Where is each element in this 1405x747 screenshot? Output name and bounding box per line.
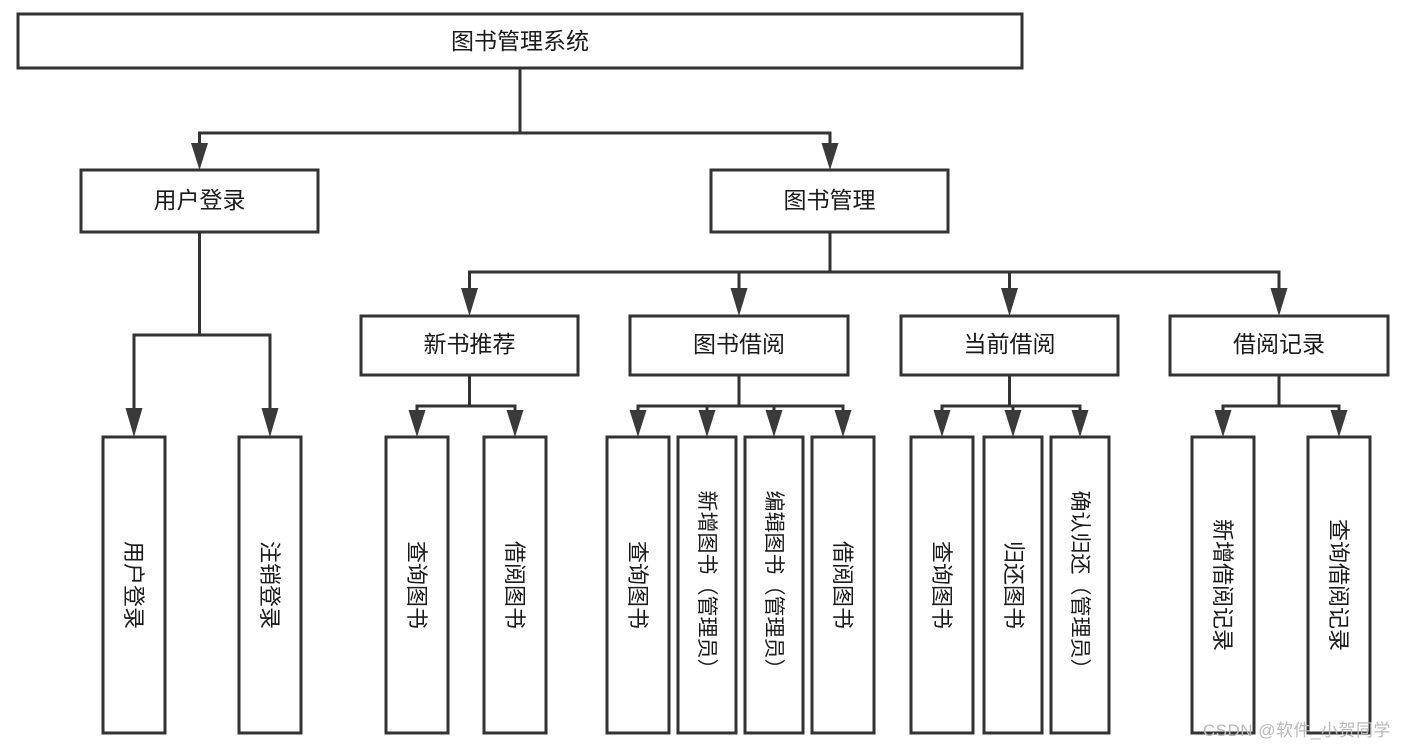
leaf-query-book-newbook-box[interactable] bbox=[384, 435, 450, 735]
leaf-logout-label: 注销登录 bbox=[257, 541, 282, 629]
node-new-book-recommend[interactable]: 新书推荐 bbox=[359, 314, 580, 377]
node-current-borrow-box[interactable] bbox=[899, 314, 1120, 377]
arrowhead-borrowbook-leaf-1 bbox=[629, 410, 647, 437]
node-book-management-label: 图书管理 bbox=[784, 187, 876, 213]
leaf-query-book-borrow-box[interactable] bbox=[605, 435, 671, 735]
leaf-query-book-borrow-label: 查询图书 bbox=[625, 541, 650, 629]
leaf-return-book-box[interactable] bbox=[982, 435, 1044, 735]
node-book-management-box[interactable] bbox=[709, 168, 950, 234]
leaf-add-borrow-record-box[interactable] bbox=[1190, 435, 1256, 735]
arrowhead-current-leaf-2 bbox=[1004, 410, 1022, 437]
leaf-add-borrow-record[interactable]: 新增借阅记录 bbox=[1190, 435, 1256, 735]
node-current-borrow[interactable]: 当前借阅 bbox=[899, 314, 1120, 377]
leaf-query-book-newbook-label: 查询图书 bbox=[404, 541, 429, 629]
leaf-user-login[interactable]: 用户登录 bbox=[101, 435, 167, 735]
node-book-borrow-box[interactable] bbox=[628, 314, 850, 377]
node-new-book-recommend-box[interactable] bbox=[359, 314, 580, 377]
node-root[interactable]: 图书管理系统 bbox=[16, 12, 1024, 70]
node-user-login[interactable]: 用户登录 bbox=[79, 168, 320, 234]
arrowhead-user-leaf-1 bbox=[125, 408, 143, 437]
leaf-confirm-return-admin-box[interactable] bbox=[1049, 435, 1111, 735]
node-root-box[interactable] bbox=[16, 12, 1024, 70]
arrowhead-to-current-borrow bbox=[1001, 288, 1018, 316]
leaf-query-borrow-record[interactable]: 查询借阅记录 bbox=[1306, 435, 1372, 735]
leaf-query-book-borrow[interactable]: 查询图书 bbox=[605, 435, 671, 735]
leaf-query-book-newbook[interactable]: 查询图书 bbox=[384, 435, 450, 735]
leaf-borrow-book-newbook-box[interactable] bbox=[482, 435, 548, 735]
leaf-logout[interactable]: 注销登录 bbox=[237, 435, 303, 735]
arrowhead-record-leaf-2 bbox=[1330, 410, 1348, 437]
leaf-query-borrow-record-label: 查询借阅记录 bbox=[1326, 519, 1351, 651]
leaf-confirm-return-admin-label: 确认归还（管理员） bbox=[1068, 491, 1091, 680]
leaf-user-login-label: 用户登录 bbox=[121, 541, 146, 629]
leaf-user-login-box[interactable] bbox=[101, 435, 167, 735]
leaf-edit-book-admin-box[interactable] bbox=[743, 435, 805, 735]
node-user-login-label: 用户登录 bbox=[154, 187, 246, 213]
leaf-confirm-return-admin[interactable]: 确认归还（管理员） bbox=[1049, 435, 1111, 735]
arrowhead-borrowbook-leaf-4 bbox=[834, 410, 852, 437]
leaf-return-book[interactable]: 归还图书 bbox=[982, 435, 1044, 735]
node-current-borrow-label: 当前借阅 bbox=[964, 331, 1056, 357]
leaf-logout-box[interactable] bbox=[237, 435, 303, 735]
leaf-borrow-book-newbook[interactable]: 借阅图书 bbox=[482, 435, 548, 735]
leaf-query-book-current[interactable]: 查询图书 bbox=[909, 435, 975, 735]
node-borrow-record-label: 借阅记录 bbox=[1233, 331, 1325, 357]
node-book-borrow[interactable]: 图书借阅 bbox=[628, 314, 850, 377]
connectors-layer bbox=[125, 66, 1348, 437]
leaf-edit-book-admin[interactable]: 编辑图书（管理员） bbox=[743, 435, 805, 735]
arrowhead-to-new-book bbox=[461, 288, 478, 316]
node-borrow-record[interactable]: 借阅记录 bbox=[1168, 314, 1390, 377]
node-book-borrow-label: 图书借阅 bbox=[693, 331, 785, 357]
arrowhead-to-book-manage bbox=[821, 143, 839, 170]
arrowhead-newbook-leaf-1 bbox=[408, 410, 426, 437]
arrowhead-to-user-login bbox=[191, 143, 208, 170]
leaf-add-book-admin-box[interactable] bbox=[676, 435, 738, 735]
leaf-query-book-current-box[interactable] bbox=[909, 435, 975, 735]
leaf-borrow-book-label: 借阅图书 bbox=[830, 541, 855, 629]
leaf-borrow-book-box[interactable] bbox=[810, 435, 876, 735]
leaf-query-borrow-record-box[interactable] bbox=[1306, 435, 1372, 735]
leaf-borrow-book-newbook-label: 借阅图书 bbox=[502, 541, 527, 629]
leaf-add-borrow-record-label: 新增借阅记录 bbox=[1210, 519, 1235, 651]
arrowhead-borrowbook-leaf-3 bbox=[765, 410, 783, 437]
arrowhead-to-borrow-record bbox=[1270, 288, 1288, 316]
leaf-return-book-label: 归还图书 bbox=[1001, 541, 1026, 629]
leaf-add-book-admin-label: 新增图书（管理员） bbox=[695, 491, 718, 680]
node-root-label: 图书管理系统 bbox=[451, 28, 589, 54]
node-borrow-record-box[interactable] bbox=[1168, 314, 1390, 377]
leaf-borrow-book[interactable]: 借阅图书 bbox=[810, 435, 876, 735]
leaf-edit-book-admin-label: 编辑图书（管理员） bbox=[762, 491, 785, 680]
arrowhead-borrowbook-leaf-2 bbox=[698, 410, 716, 437]
node-new-book-recommend-label: 新书推荐 bbox=[424, 331, 516, 357]
arrowhead-current-leaf-1 bbox=[933, 410, 951, 437]
arrowhead-current-leaf-3 bbox=[1071, 410, 1089, 437]
leaf-add-book-admin[interactable]: 新增图书（管理员） bbox=[676, 435, 738, 735]
node-book-management[interactable]: 图书管理 bbox=[709, 168, 950, 234]
arrowhead-to-borrow-book bbox=[730, 288, 748, 316]
arrowhead-user-leaf-2 bbox=[261, 408, 279, 437]
leaf-query-book-current-label: 查询图书 bbox=[929, 541, 954, 629]
arrowhead-record-leaf-1 bbox=[1214, 410, 1232, 437]
node-user-login-box[interactable] bbox=[79, 168, 320, 234]
arrowhead-newbook-leaf-2 bbox=[506, 410, 524, 437]
